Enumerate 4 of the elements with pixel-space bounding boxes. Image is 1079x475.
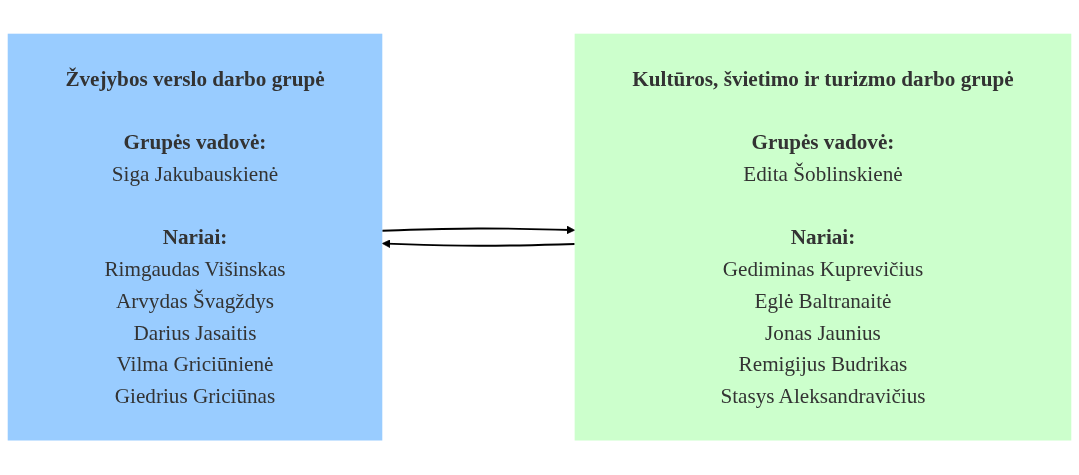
arrow (381, 239, 576, 249)
node-box: Žvejybos verslo darbo grupė Grupės vadovė: Siga Jakubauskienė Nariai: Rimgaudas Višinskas Arvydas Švagždys Darius Jasaitis Vilma Griciūnienė Giedrius Griciūnas (7, 34, 383, 441)
arrow (381, 226, 576, 235)
node-box: Kultūros, švietimo ir turizmo darbo grupė Grupės vadovė: Edita Šoblinskienė Nariai: Gediminas Kuprevičius Eglė Baltranaitė Jonas Jaunius Remigijus Budrikas Stasys Aleksandravičius (574, 34, 1072, 441)
